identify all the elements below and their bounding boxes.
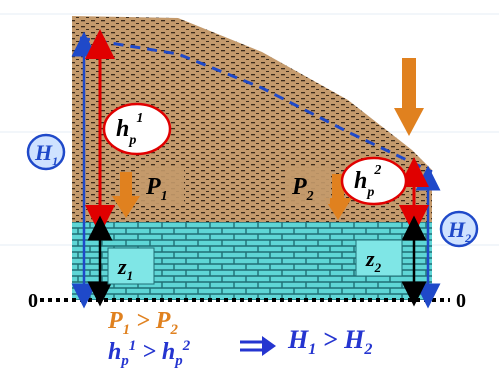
total-head-inequality: H1 > H2 [288, 325, 372, 359]
surface-load-arrow [394, 58, 424, 136]
datum-label-right: 0 [456, 290, 466, 312]
piezometer-point-1 [96, 218, 104, 226]
double-right-arrow-icon [240, 336, 276, 356]
datum-label-left: 0 [28, 290, 38, 312]
pressure-inequality: P1 > P2 [108, 308, 178, 339]
head-inequality: hp1 > hp2 [108, 338, 190, 370]
piezometer-point-2 [410, 218, 418, 226]
